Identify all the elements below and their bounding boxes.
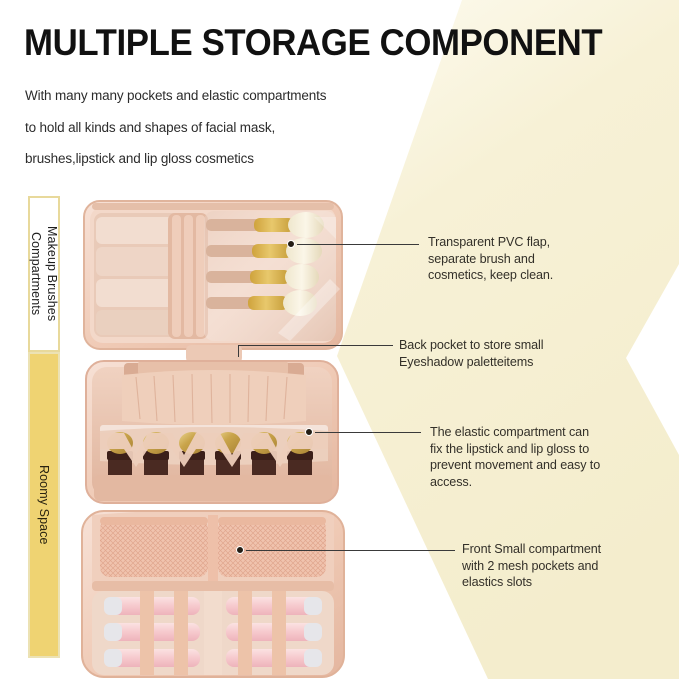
bag-hinge	[186, 345, 242, 363]
side-label-roomy-space: Roomy Space	[28, 352, 60, 658]
page-title: MULTIPLE STORAGE COMPONENT	[24, 22, 603, 63]
side-label-text: Makeup Brushes Compartments	[29, 226, 59, 322]
subtitle-line-1: With many many pockets and elastic compa…	[25, 88, 327, 103]
product-photo-makeup-bag	[81, 200, 345, 678]
side-label-text: Roomy Space	[37, 465, 51, 545]
side-label-makeup-brushes-compartments: Makeup Brushes Compartments	[28, 196, 60, 352]
bag-middle-lipstick-compartment	[85, 360, 339, 504]
page-subtitle: With many many pockets and elastic compa…	[25, 80, 445, 175]
subtitle-line-2: to hold all kinds and shapes of facial m…	[25, 119, 276, 135]
subtitle-line-3: brushes,lipstick and lip gloss cosmetics	[25, 151, 254, 167]
side-label-bars: Makeup Brushes Compartments Roomy Space	[28, 196, 60, 658]
bag-top-brush-compartment	[83, 200, 343, 350]
bag-bottom-front-compartment	[81, 510, 345, 678]
